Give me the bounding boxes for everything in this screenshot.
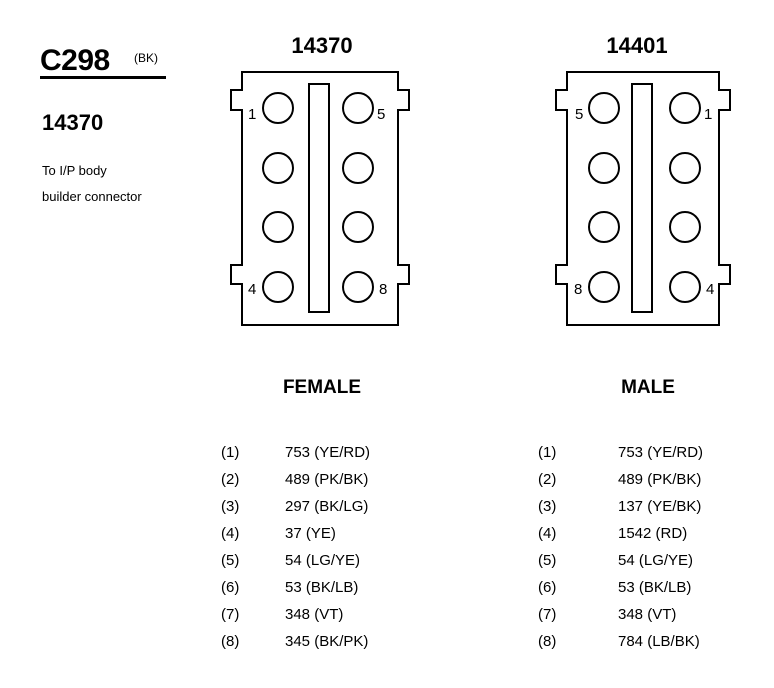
table-row: (1) 753 (YE/RD): [538, 439, 703, 466]
pin-number: (8): [538, 633, 557, 650]
male-pin-6: [588, 152, 620, 184]
male-pin-table: (1) 753 (YE/RD) (2) 489 (PK/BK) (3) 137 (YE…: [538, 439, 703, 655]
pin-number: (4): [221, 525, 240, 542]
table-row: (2) 489 (PK/BK): [221, 466, 370, 493]
table-row: (8) 784 (LB/BK): [538, 628, 703, 655]
circuit: 53 (BK/LB): [618, 579, 692, 596]
table-row: (7) 348 (VT): [221, 601, 370, 628]
table-row: (3) 137 (YE/BK): [538, 493, 703, 520]
male-pin-1: [669, 92, 701, 124]
circuit: 489 (PK/BK): [618, 471, 702, 488]
female-pin-table: (1) 753 (YE/RD) (2) 489 (PK/BK) (3) 297 (BK…: [221, 439, 370, 655]
circuit: 1542 (RD): [618, 525, 688, 542]
pin-number: (7): [538, 606, 557, 623]
female-pin-6: [342, 152, 374, 184]
female-pin-7: [342, 211, 374, 243]
female-connector-face: [230, 71, 410, 326]
female-pin-label-bottom-left: 4: [248, 281, 256, 298]
male-pin-5: [588, 92, 620, 124]
circuit: 784 (LB/BK): [618, 633, 700, 650]
pin-number: (1): [221, 444, 240, 461]
table-row: (7) 348 (VT): [538, 601, 703, 628]
table-row: (3) 297 (BK/LG): [221, 493, 370, 520]
table-row: (4) 37 (YE): [221, 520, 370, 547]
table-row: (1) 753 (YE/RD): [221, 439, 370, 466]
male-pin-8: [588, 271, 620, 303]
table-row: (6) 53 (BK/LB): [221, 574, 370, 601]
pin-number: (3): [538, 498, 557, 515]
circuit: 489 (PK/BK): [285, 471, 369, 488]
table-row: (6) 53 (BK/LB): [538, 574, 703, 601]
table-row: (5) 54 (LG/YE): [538, 547, 703, 574]
description-line-1: To I/P body: [42, 163, 107, 178]
circuit: 753 (YE/RD): [285, 444, 371, 461]
circuit: 137 (YE/BK): [618, 498, 702, 515]
male-pin-label-top-left: 5: [575, 106, 583, 123]
female-label: FEMALE: [282, 377, 362, 398]
female-pin-4: [262, 271, 294, 303]
description-line-2: builder connector: [42, 189, 142, 204]
circuit: 37 (YE): [285, 525, 336, 542]
female-pin-label-bottom-right: 8: [379, 281, 387, 298]
male-pin-label-bottom-left: 8: [574, 281, 582, 298]
male-label: MALE: [621, 377, 675, 398]
connector-color-code: (BK): [134, 51, 158, 65]
circuit: 54 (LG/YE): [285, 552, 361, 569]
pin-number: (7): [221, 606, 240, 623]
female-pin-5: [342, 92, 374, 124]
pin-number: (8): [221, 633, 240, 650]
female-pin-3: [262, 211, 294, 243]
circuit: 345 (BK/PK): [285, 633, 369, 650]
male-connector-title: 14401: [606, 33, 668, 58]
pin-number: (1): [538, 444, 557, 461]
pin-number: (6): [221, 579, 240, 596]
male-pin-7: [588, 211, 620, 243]
table-row: (8) 345 (BK/PK): [221, 628, 370, 655]
female-center-divider: [308, 83, 330, 313]
circuit: 53 (BK/LB): [285, 579, 359, 596]
female-connector-title: 14370: [291, 33, 353, 58]
connector-id: C298: [40, 44, 110, 77]
table-row: (5) 54 (LG/YE): [221, 547, 370, 574]
pin-number: (5): [221, 552, 240, 569]
circuit: 348 (VT): [618, 606, 677, 623]
circuit: 54 (LG/YE): [618, 552, 694, 569]
circuit: 753 (YE/RD): [618, 444, 704, 461]
male-pin-3: [669, 211, 701, 243]
female-pin-8: [342, 271, 374, 303]
connector-description: To I/P body builder connector: [42, 158, 142, 210]
female-pin-label-top-right: 5: [377, 106, 385, 123]
pin-number: (3): [221, 498, 240, 515]
pin-number: (4): [538, 525, 557, 542]
part-number: 14370: [42, 110, 104, 135]
pin-number: (6): [538, 579, 557, 596]
female-pin-1: [262, 92, 294, 124]
table-row: (2) 489 (PK/BK): [538, 466, 703, 493]
female-pin-2: [262, 152, 294, 184]
female-pin-label-top-left: 1: [248, 106, 256, 123]
pin-number: (2): [221, 471, 240, 488]
female-connector-outline: [230, 71, 410, 326]
pin-number: (2): [538, 471, 557, 488]
table-row: (4) 1542 (RD): [538, 520, 703, 547]
pin-number: (5): [538, 552, 557, 569]
male-connector-outline: [555, 71, 731, 326]
male-connector-face: [555, 71, 731, 326]
male-pin-label-bottom-right: 4: [706, 281, 714, 298]
male-center-divider: [631, 83, 653, 313]
connector-id-underline: [40, 76, 166, 79]
circuit: 348 (VT): [285, 606, 344, 623]
male-pin-2: [669, 152, 701, 184]
circuit: 297 (BK/LG): [285, 498, 369, 515]
male-pin-label-top-right: 1: [704, 106, 712, 123]
male-pin-4: [669, 271, 701, 303]
